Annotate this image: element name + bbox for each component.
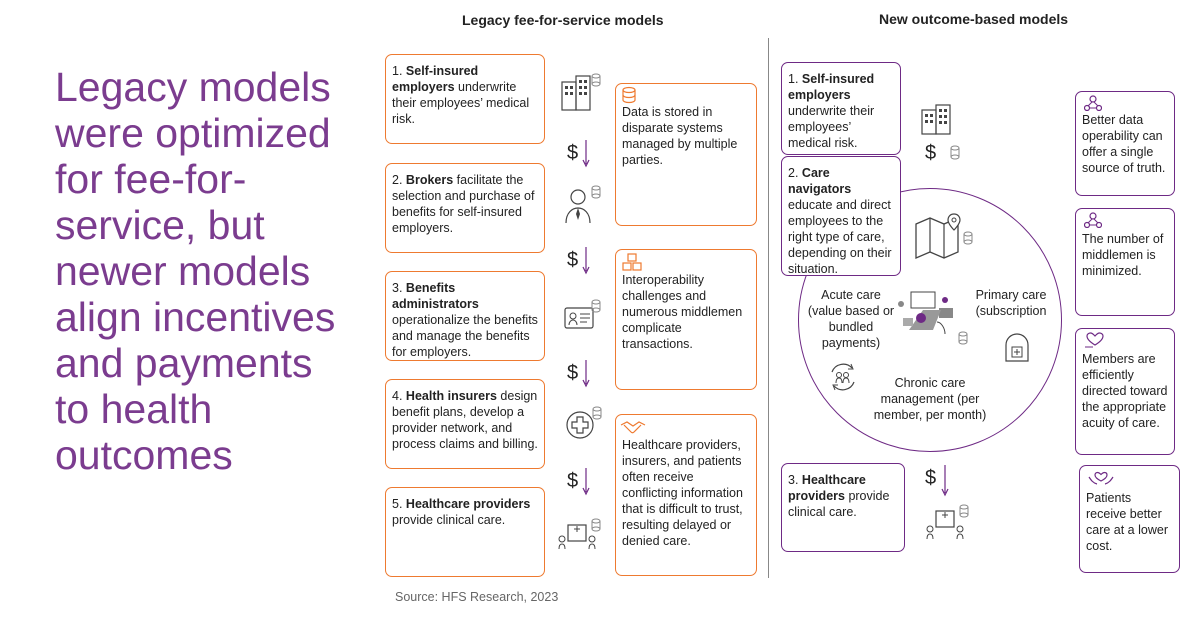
benefit-fewer-middlemen: The number of middlemen is minimized. [1075, 208, 1175, 316]
new-column-title: New outcome-based models [879, 11, 1069, 27]
benefit-text: Members are efficiently directed toward … [1082, 352, 1168, 430]
down-arrow-icon [941, 465, 949, 497]
down-arrow-icon [582, 140, 590, 168]
step-actor: Self-insured employers [392, 64, 479, 94]
chronic-care-label: Chronic care management (per member, per… [873, 376, 987, 422]
database-icon [622, 86, 636, 104]
new-step-2: 2. Care navigators educate and direct em… [781, 156, 901, 276]
dollar-icon: $ [925, 142, 937, 164]
down-arrow-icon [582, 247, 590, 275]
office-building-icon [921, 104, 951, 135]
step-number: 5. [392, 497, 403, 511]
step-actor: Brokers [405, 173, 454, 187]
new-step-1: 1. Self-insured employers underwrite the… [781, 62, 901, 155]
recurring-care-icon [831, 363, 855, 391]
medical-cross-icon [566, 406, 602, 439]
issue-text: Interoperability challenges and numerous… [622, 273, 743, 351]
step-actor: Self-insured employers [788, 72, 875, 102]
new-step-3: 3. Healthcare providers provide clinical… [781, 463, 905, 552]
legacy-step-2: 2. Brokers facilitate the selection and … [385, 163, 545, 253]
column-divider [768, 38, 769, 578]
step-actor: Healthcare providers [405, 497, 531, 511]
legacy-issue-data: Data is stored in disparate systems mana… [615, 83, 757, 226]
primary-care-label: Primary care (subscription [975, 288, 1047, 318]
source-note: Source: HFS Research, 2023 [395, 590, 559, 604]
legacy-step-5: 5. Healthcare providers provide clinical… [385, 487, 545, 577]
step-actor: Benefits administrators [392, 281, 479, 311]
handshake-icon [620, 421, 646, 434]
step-actor: Health insurers [405, 389, 497, 403]
acute-care-label: Acute care (value based or bundled payme… [807, 288, 895, 350]
benefit-text: Patients receive better care at a lower … [1086, 491, 1168, 553]
step-text: operationalize the benefits and manage t… [392, 313, 538, 359]
step-number: 1. [788, 72, 799, 86]
benefit-directed-care: Members are efficiently directed toward … [1075, 328, 1175, 455]
legacy-issue-interoperability: Interoperability challenges and numerous… [615, 249, 757, 390]
legacy-column-title: Legacy fee-for-service models [462, 12, 664, 28]
step-text: provide clinical care. [788, 489, 890, 519]
step-number: 4. [392, 389, 403, 403]
step-number: 1. [392, 64, 403, 78]
step-text: underwrite their employees’ medical risk… [788, 104, 875, 150]
legacy-issue-conflicting-info: Healthcare providers, insurers, and pati… [615, 414, 757, 576]
issue-text: Data is stored in disparate systems mana… [622, 105, 738, 167]
down-arrow-icon [582, 468, 590, 496]
step-number: 2. [788, 166, 799, 180]
legacy-step-3: 3. Benefits administrators operationaliz… [385, 271, 545, 361]
network-nodes-icon [1084, 95, 1102, 111]
step-text: underwrite their employees’ medical risk… [392, 80, 530, 126]
hospital-network-icon [558, 518, 601, 550]
admin-screen-icon [564, 299, 601, 329]
care-circle [798, 188, 1062, 452]
heart-hand-icon [1085, 332, 1104, 348]
care-hub-icon [898, 291, 968, 345]
step-text: educate and direct employees to the righ… [788, 198, 892, 276]
benefit-text: Better data operability can offer a sing… [1082, 113, 1166, 175]
broker-person-icon [565, 185, 601, 224]
benefit-single-source: Better data operability can offer a sing… [1075, 91, 1175, 196]
issue-text: Healthcare providers, insurers, and pati… [622, 438, 743, 548]
office-building-icon [561, 73, 601, 111]
step-number: 3. [392, 281, 403, 295]
step-text: provide clinical care. [392, 513, 506, 527]
step-actor: Care navigators [788, 166, 852, 196]
step-number: 3. [788, 473, 799, 487]
hospital-network-icon [926, 504, 969, 540]
down-arrow-icon [582, 360, 590, 388]
dollar-icon: $ [567, 362, 579, 384]
database-icon [950, 145, 960, 160]
step-text: facilitate the selection and purchase of… [392, 173, 535, 235]
dollar-icon: $ [925, 467, 937, 489]
headline: Legacy models were optimized for fee-for… [55, 64, 336, 478]
dollar-icon: $ [567, 142, 579, 164]
step-text: design benefit plans, develop a provider… [392, 389, 538, 451]
dollar-icon: $ [567, 470, 579, 492]
caring-hands-icon [1088, 471, 1114, 485]
network-nodes-icon [1084, 212, 1102, 228]
benefit-text: The number of middlemen is minimized. [1082, 232, 1164, 278]
clinic-icon [1005, 333, 1029, 362]
map-pin-icon [915, 213, 973, 259]
legacy-step-1: 1. Self-insured employers underwrite the… [385, 54, 545, 144]
step-number: 2. [392, 173, 403, 187]
step-actor: Healthcare providers [788, 473, 866, 503]
benefit-better-care: Patients receive better care at a lower … [1079, 465, 1180, 573]
boxes-icon [622, 253, 642, 271]
dollar-icon: $ [567, 249, 579, 271]
legacy-step-4: 4. Health insurers design benefit plans,… [385, 379, 545, 469]
